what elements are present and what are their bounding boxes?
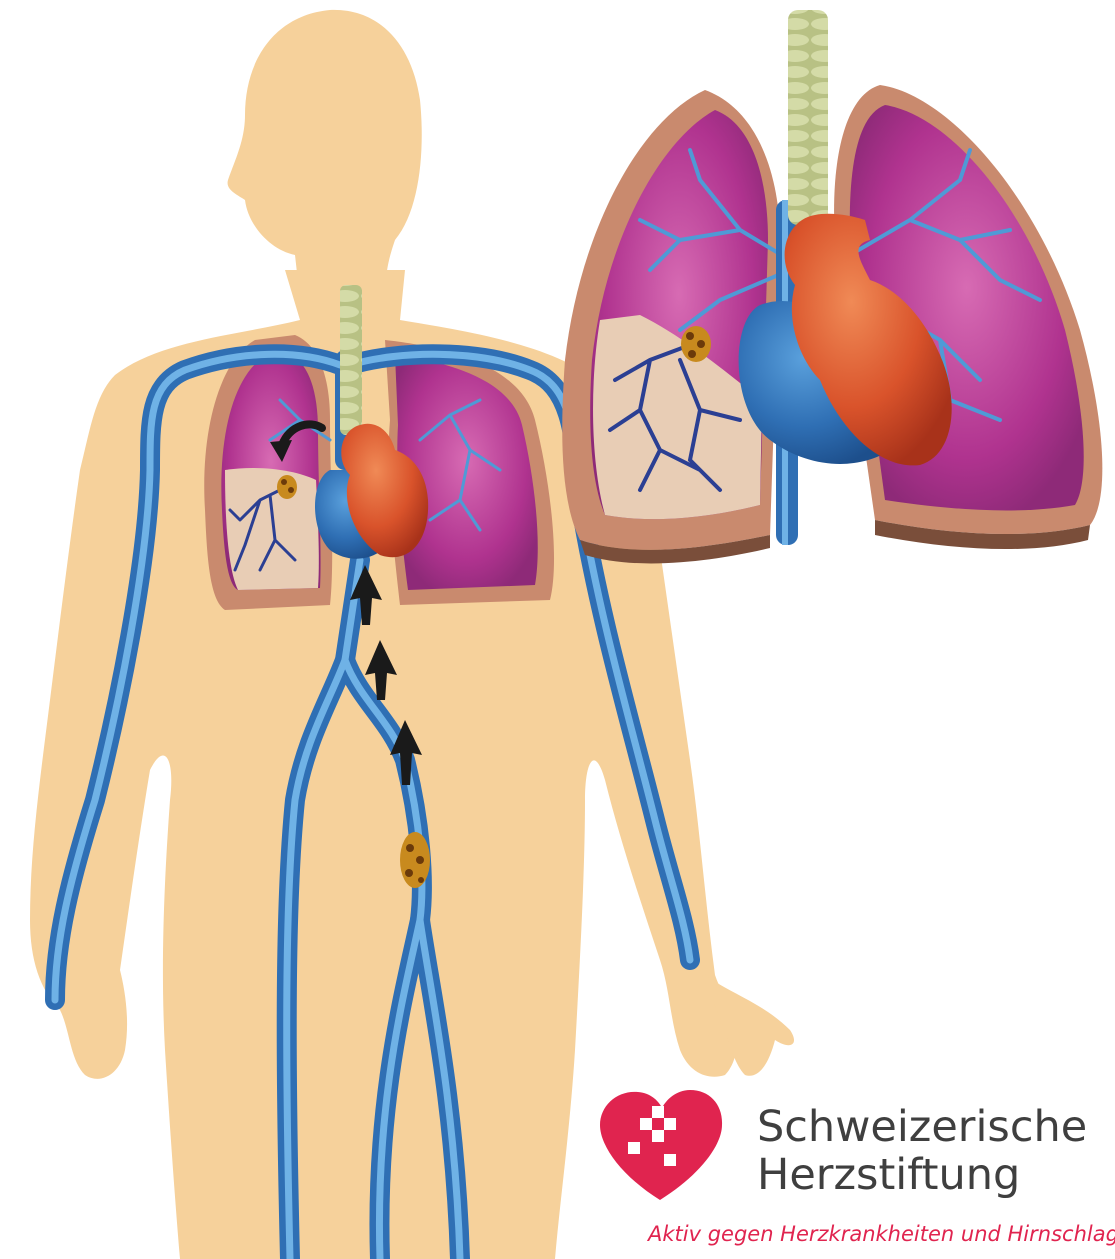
organization-name-line1: Schweizerische [757,1103,1087,1151]
heart-cross-logo [600,1090,722,1200]
deep-vein-clot [400,832,430,888]
small-clot [277,475,297,499]
organization-tagline: Aktiv gegen Herzkrankheiten und Hirnschl… [648,1222,1115,1246]
organization-name-line2: Herzstiftung [757,1151,1087,1199]
organization-name: Schweizerische Herzstiftung [757,1103,1087,1199]
large-clot [681,326,711,362]
